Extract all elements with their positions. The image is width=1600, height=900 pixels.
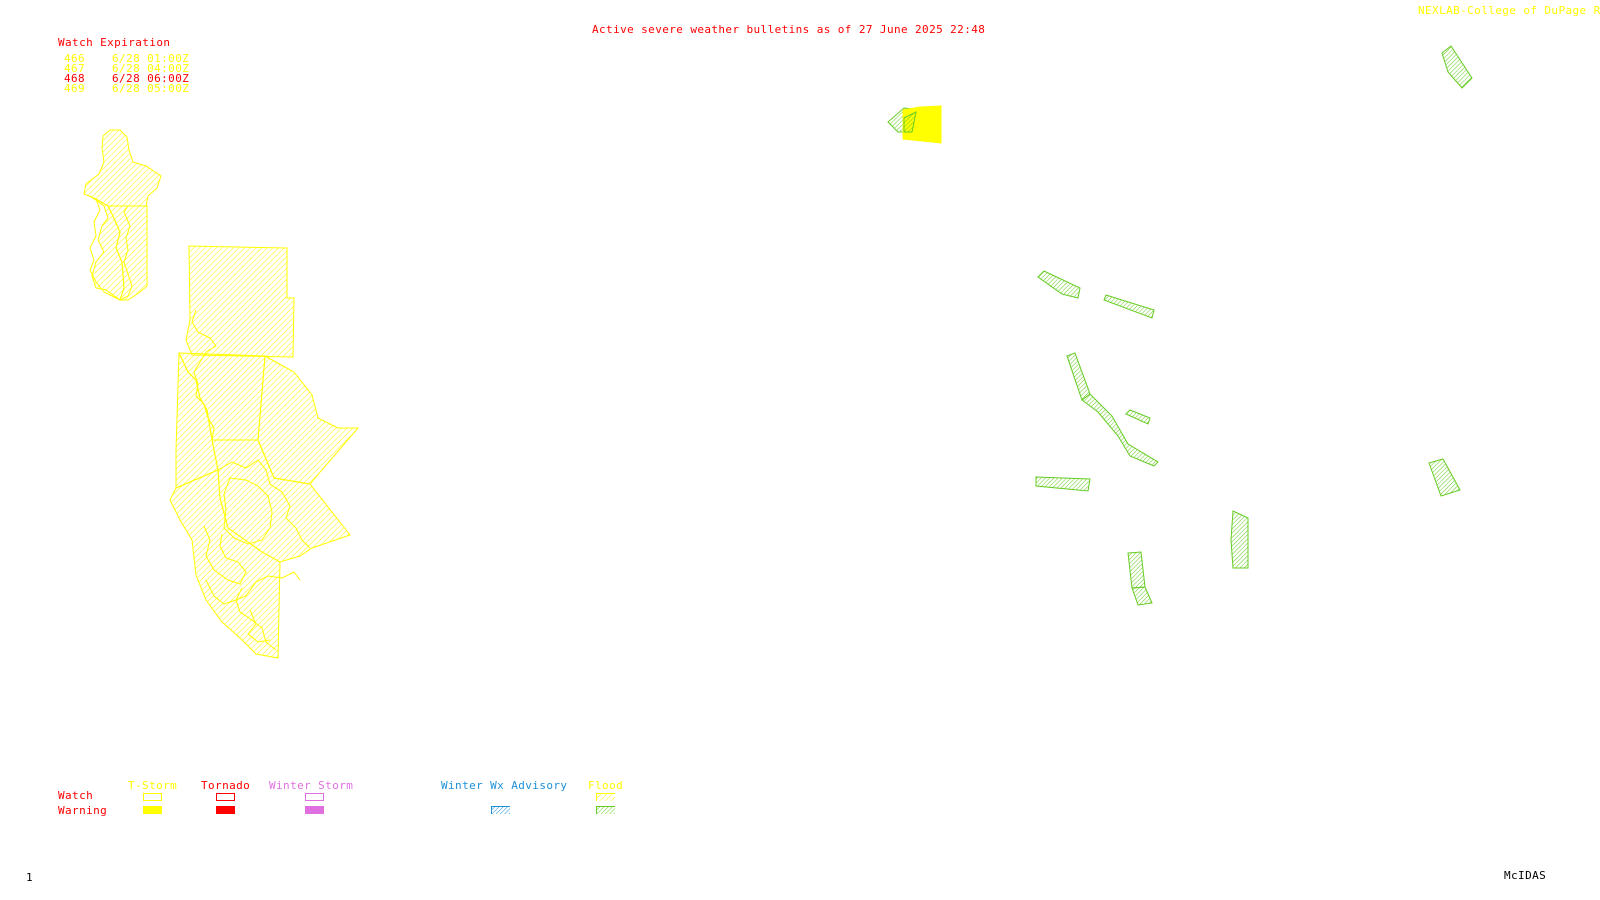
watch-id: 468 [64,72,86,85]
watch-boundary-lines [89,198,311,651]
watch-expiration-heading: Watch Expiration [58,36,171,49]
watch-county [257,355,360,485]
legend-flood-label: Flood [588,779,624,792]
legend-flood-watch-swatch [596,793,615,801]
flood-warning-polygon [1037,270,1081,299]
legend-row-watch: Watch [58,789,94,802]
watch-time: 6/28 04:00Z [112,62,190,75]
legend-winter-storm-watch-swatch [305,793,324,801]
legend-winter-advisory-label: Winter Wx Advisory [441,779,568,792]
mcidas-label: McIDAS [1504,869,1547,882]
legend-tstorm-warning-swatch [143,806,162,814]
credit-label: NEXLAB-College of DuPage R [1418,4,1600,17]
flood-warning-polygon [1035,476,1091,492]
flood-warning-polygon [1428,458,1461,497]
watch-time: 6/28 05:00Z [112,82,190,95]
tstorm-watch-area [83,129,360,659]
watch-county [175,352,219,489]
watch-time: 6/28 06:00Z [112,72,190,85]
flood-warning-polygon [1081,393,1159,467]
frame-number: 1 [26,871,34,884]
watch-county [185,245,295,358]
flood-warning-polygon [1103,294,1155,319]
watch-time: 6/28 01:00Z [112,52,190,65]
map-title: Active severe weather bulletins as of 27… [592,23,986,36]
flood-warning-polygon [1441,45,1473,89]
legend-tornado-warning-swatch [216,806,235,814]
legend-tstorm-watch-swatch [143,793,162,801]
legend-winter-advisory-swatch [491,806,510,814]
flood-warnings [887,45,1473,606]
legend-tornado-watch-swatch [216,793,235,801]
flood-warning-polygon [1131,586,1153,606]
watch-id: 466 [64,52,86,65]
flood-warning-polygon [1230,510,1249,569]
flood-warning-overlap [903,111,917,133]
legend-row-warning: Warning [58,804,108,817]
legend-winter-storm-warning-swatch [305,806,324,814]
legend-flood-warning-swatch [596,806,615,814]
flood-warning-polygon [1127,551,1146,589]
legend-tornado-label: Tornado [201,779,251,792]
legend-tstorm-label: T-Storm [128,779,178,792]
flood-warning-polygon [1125,409,1151,425]
flood-warning-polygon [1066,352,1091,401]
watch-county [83,129,162,207]
watch-id: 467 [64,62,86,75]
watch-id: 469 [64,82,86,95]
legend-winter-storm-label: Winter Storm [269,779,354,792]
watch-county [169,469,281,659]
